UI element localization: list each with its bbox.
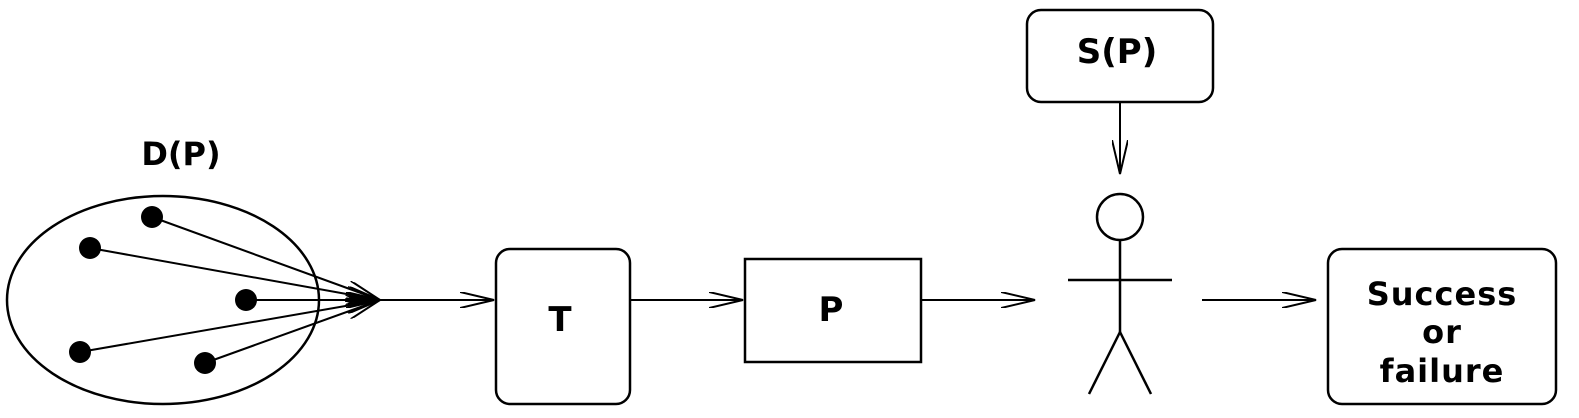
outcome-line-1: Success	[1367, 275, 1518, 313]
test-box-label: T	[548, 300, 572, 340]
outcome-line-3: failure	[1380, 352, 1505, 390]
outcome-box: Success or failure	[1326, 247, 1558, 406]
program-box: P	[743, 257, 923, 364]
program-box-label: P	[819, 290, 844, 330]
oracle-person-icon	[1068, 192, 1172, 395]
oracle-head	[1095, 192, 1145, 242]
oracle-right-leg	[1118, 331, 1153, 395]
program-box-frame	[743, 257, 923, 364]
outcome-box-frame	[1326, 247, 1558, 406]
selection-arrow	[151, 216, 380, 300]
domain-label: D(P)	[141, 135, 220, 173]
spec-box-label: S(P)	[1077, 32, 1157, 72]
test-box: T	[494, 247, 632, 406]
input-domain: D(P)	[5, 135, 380, 406]
selection-arrow	[79, 300, 380, 353]
selection-arrow	[89, 247, 380, 300]
test-box-frame	[494, 247, 632, 406]
selection-arrow	[204, 300, 380, 364]
oracle-left-leg	[1087, 331, 1122, 395]
spec-box: S(P)	[1025, 8, 1215, 104]
outcome-line-2: or	[1422, 313, 1462, 351]
selection-arrows	[79, 216, 380, 364]
